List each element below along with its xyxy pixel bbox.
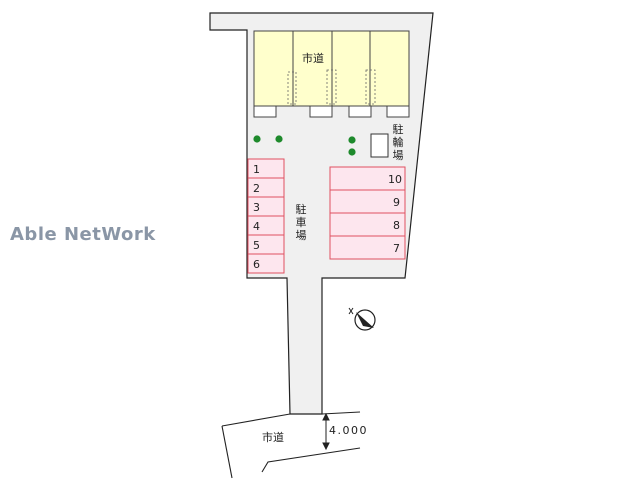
svg-text:9: 9 bbox=[393, 196, 400, 209]
svg-text:7: 7 bbox=[393, 242, 400, 255]
svg-text:輪: 輪 bbox=[393, 135, 404, 149]
svg-text:10: 10 bbox=[388, 173, 402, 186]
watermark: Able NetWork bbox=[10, 224, 156, 245]
bottom-road bbox=[221, 411, 361, 479]
parking-space: 10 bbox=[329, 166, 406, 191]
svg-text:駐: 駐 bbox=[393, 122, 404, 136]
svg-text:1: 1 bbox=[253, 163, 260, 176]
svg-text:3: 3 bbox=[253, 201, 260, 214]
north-arrow-icon bbox=[348, 307, 376, 331]
building: 市道 bbox=[253, 30, 410, 118]
svg-text:駐: 駐 bbox=[296, 202, 307, 216]
road-width-dimension bbox=[322, 412, 330, 451]
svg-text:車: 車 bbox=[296, 215, 307, 229]
parking-space: 2 bbox=[247, 177, 285, 198]
svg-text:6: 6 bbox=[253, 258, 260, 271]
parking-space: 6 bbox=[247, 253, 285, 274]
svg-text:2: 2 bbox=[253, 182, 260, 195]
tree-icon bbox=[253, 135, 356, 156]
bicycle-parking-label: 駐 輪 場 bbox=[393, 122, 404, 162]
road-width-label: 4.000 bbox=[329, 424, 368, 437]
svg-text:5: 5 bbox=[253, 239, 260, 252]
parking-space: 8 bbox=[329, 212, 406, 237]
parking-space: 1 bbox=[247, 158, 285, 179]
parking-space: 4 bbox=[247, 215, 285, 236]
building-side-road-label: 市道 bbox=[302, 51, 324, 65]
parking-right-column: 10 9 8 7 bbox=[329, 166, 406, 260]
parking-space: 5 bbox=[247, 234, 285, 255]
parking-space: 9 bbox=[329, 189, 406, 214]
bottom-road-label: 市道 bbox=[262, 430, 284, 444]
bicycle-parking-area bbox=[370, 133, 389, 158]
svg-text:場: 場 bbox=[393, 149, 404, 162]
car-parking-label: 駐 車 場 bbox=[296, 202, 307, 242]
parking-space: 3 bbox=[247, 196, 285, 217]
svg-text:4: 4 bbox=[253, 220, 260, 233]
svg-text:8: 8 bbox=[393, 219, 400, 232]
parking-left-column: 1 2 3 4 5 6 bbox=[247, 158, 285, 274]
parking-space: 7 bbox=[329, 235, 406, 260]
svg-text:場: 場 bbox=[296, 229, 307, 242]
